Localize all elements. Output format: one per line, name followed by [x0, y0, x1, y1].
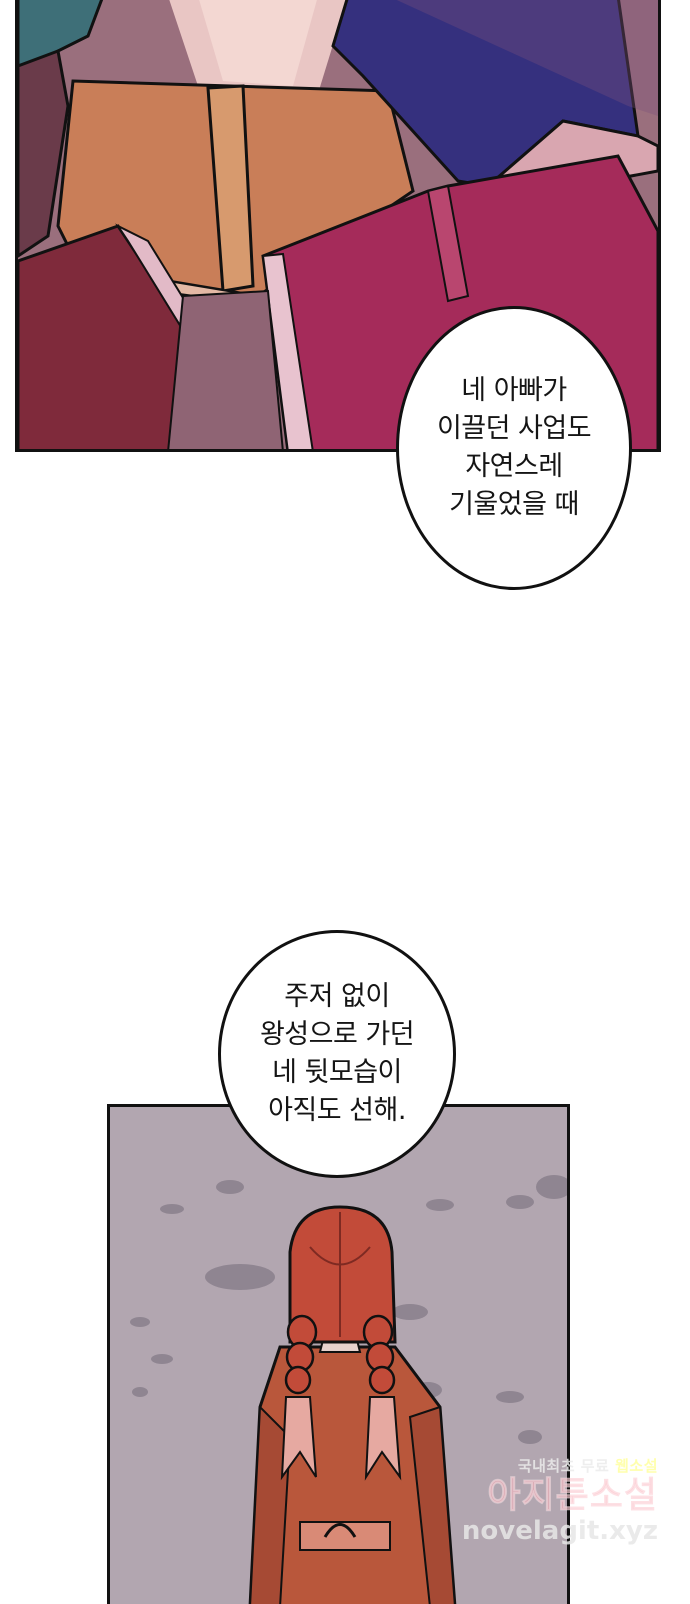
- bubble-1-line-3: 자연스레: [465, 451, 563, 482]
- watermark-tagline-right: 웹소설: [615, 1457, 658, 1475]
- speech-bubble-1: 네 아빠가 이끌던 사업도 자연스레 기울었을 때: [396, 306, 632, 590]
- books-illustration: [18, 0, 658, 449]
- bubble-2-line-4: 아직도 선해.: [268, 1095, 406, 1126]
- girl-illustration: [110, 1107, 567, 1604]
- bubble-1-line-2: 이끌던 사업도: [436, 413, 592, 444]
- bubble-2-line-1: 주저 없이: [284, 981, 390, 1012]
- speech-bubble-2: 주저 없이 왕성으로 가던 네 뒷모습이 아직도 선해.: [218, 930, 456, 1178]
- girl-panel: [107, 1104, 570, 1604]
- bubble-2-line-2: 왕성으로 가던: [259, 1019, 415, 1050]
- bubble-1-line-4: 기울었을 때: [449, 489, 579, 520]
- bubble-2-line-3: 네 뒷모습이: [272, 1057, 402, 1088]
- books-panel: [15, 0, 661, 452]
- bubble-1-line-1: 네 아빠가: [461, 375, 567, 406]
